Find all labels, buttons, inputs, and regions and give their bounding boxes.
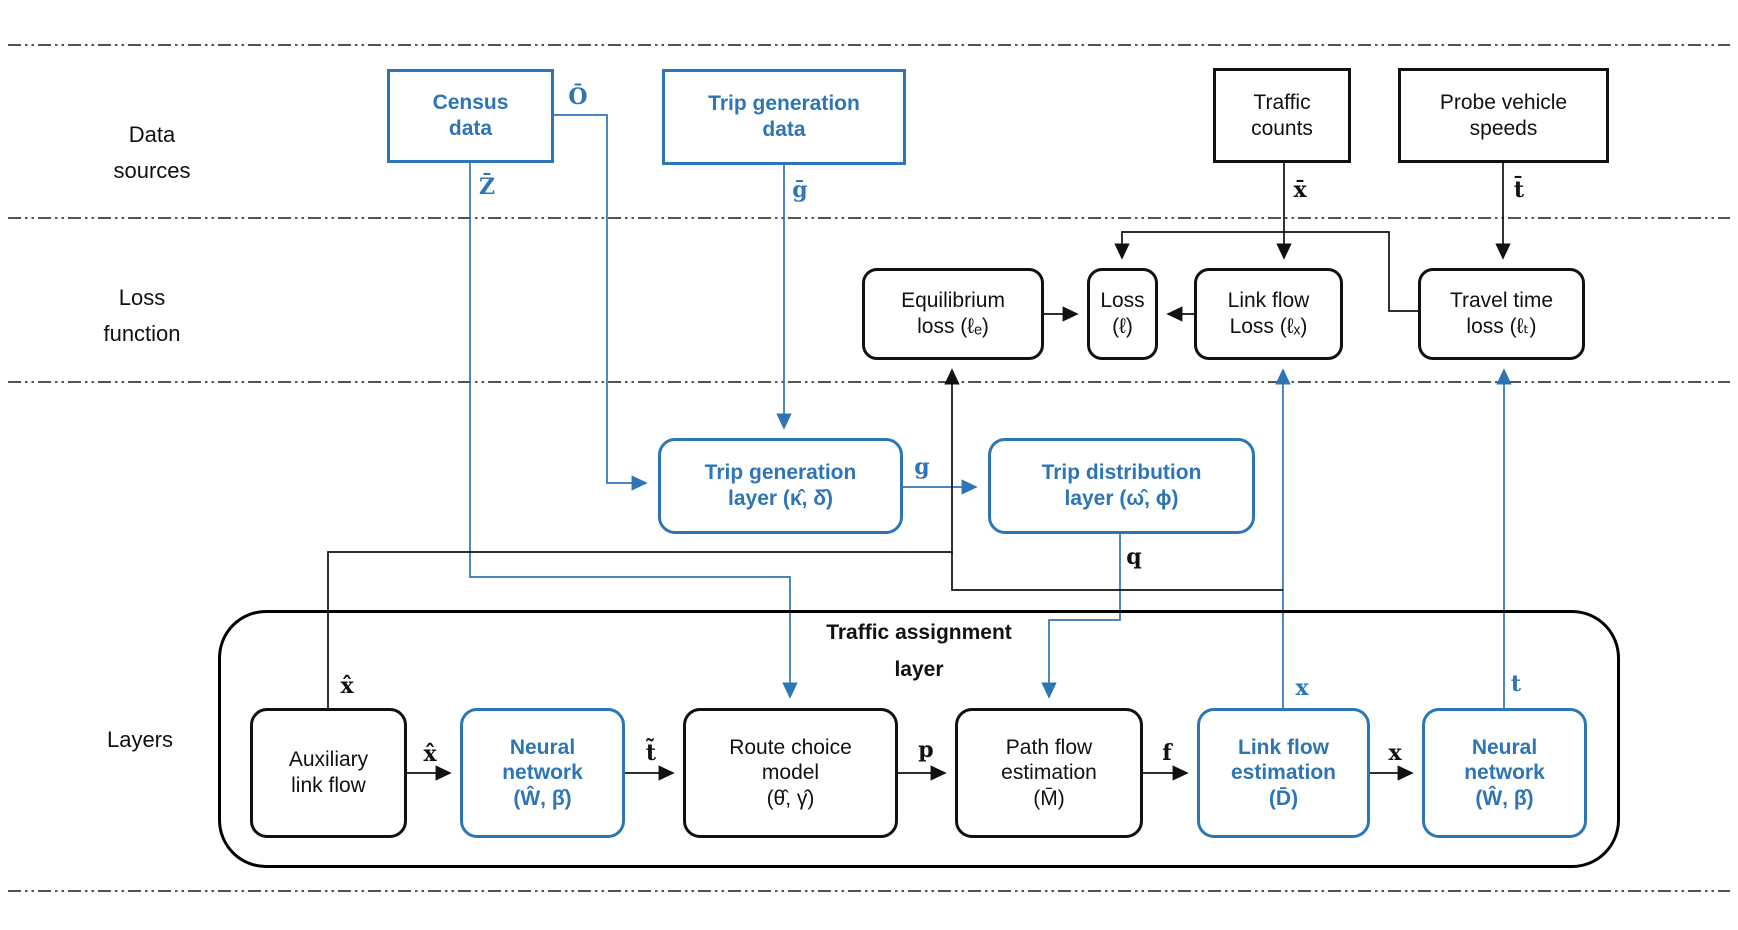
label-x-mid: x bbox=[1388, 740, 1402, 766]
label-q: q bbox=[1126, 544, 1142, 570]
label-t-up: t bbox=[1510, 671, 1522, 697]
traffic-counts-box: Traffic counts bbox=[1213, 68, 1351, 163]
auxiliary-link-flow-box: Auxiliary link flow bbox=[250, 708, 407, 838]
edge-x-tap-to-equilibrium bbox=[951, 552, 1283, 591]
edge-Z-census-to-routechoice bbox=[469, 163, 798, 699]
neural-network-2-box: Neural network (Ŵ, β̂) bbox=[1422, 708, 1587, 838]
row-label-layers: Layers bbox=[106, 727, 174, 752]
label-t-tilde: t̃ bbox=[645, 740, 657, 766]
edge-traveltimeloss-to-loss bbox=[1114, 231, 1418, 312]
edge-q-tripdistlayer-to-pathflow bbox=[1041, 534, 1121, 699]
traffic-assignment-layer-title: Traffic assignment layer bbox=[826, 621, 1012, 681]
label-p: p bbox=[918, 737, 934, 763]
census-data-box: Census data bbox=[387, 69, 554, 163]
label-Z-bar: Z̄ bbox=[478, 174, 496, 200]
band-separator-lines bbox=[8, 44, 1730, 892]
link-flow-loss-box: Link flow Loss (ℓₓ) bbox=[1194, 268, 1343, 360]
edge-O-census-to-tripgenlayer bbox=[554, 114, 648, 491]
row-label-data-sources: Data sources bbox=[113, 122, 191, 183]
label-O-bar: Ō bbox=[568, 84, 588, 110]
trip-distribution-layer-box: Trip distribution layer (ω̂, ϕ) bbox=[988, 438, 1255, 534]
label-x-hat-top: x̂ bbox=[340, 673, 354, 699]
label-g-bar: ḡ bbox=[792, 177, 808, 203]
route-choice-model-box: Route choice model (θ̂, γ̂) bbox=[683, 708, 898, 838]
loss-box: Loss (ℓ) bbox=[1087, 268, 1158, 360]
link-flow-estimation-box: Link flow estimation (D̄) bbox=[1197, 708, 1370, 838]
neural-network-1-box: Neural network (Ŵ, β̂) bbox=[460, 708, 625, 838]
label-g: g bbox=[914, 454, 930, 480]
label-x-bar: x̄ bbox=[1293, 177, 1307, 203]
row-label-loss-function: Loss function bbox=[103, 285, 181, 346]
travel-time-loss-box: Travel time loss (ℓₜ) bbox=[1418, 268, 1585, 360]
black-edges bbox=[327, 163, 1511, 781]
trip-generation-data-box: Trip generation data bbox=[662, 69, 906, 165]
probe-vehicle-speeds-box: Probe vehicle speeds bbox=[1398, 68, 1609, 163]
label-x-hat-mid: x̂ bbox=[423, 741, 437, 767]
edge-xhat-aux-up bbox=[327, 551, 952, 712]
label-t-bar: t̄ bbox=[1513, 177, 1525, 203]
traffic-assignment-layer-box bbox=[218, 610, 1620, 868]
path-flow-estimation-box: Path flow estimation (M̄) bbox=[955, 708, 1143, 838]
trip-generation-layer-box: Trip generation layer (κ̂, δ̂) bbox=[658, 438, 903, 534]
blue-edges bbox=[469, 114, 1512, 708]
label-x-up: x bbox=[1295, 675, 1309, 701]
equilibrium-loss-box: Equilibrium loss (ℓₑ) bbox=[862, 268, 1044, 360]
label-f: f bbox=[1162, 740, 1172, 766]
